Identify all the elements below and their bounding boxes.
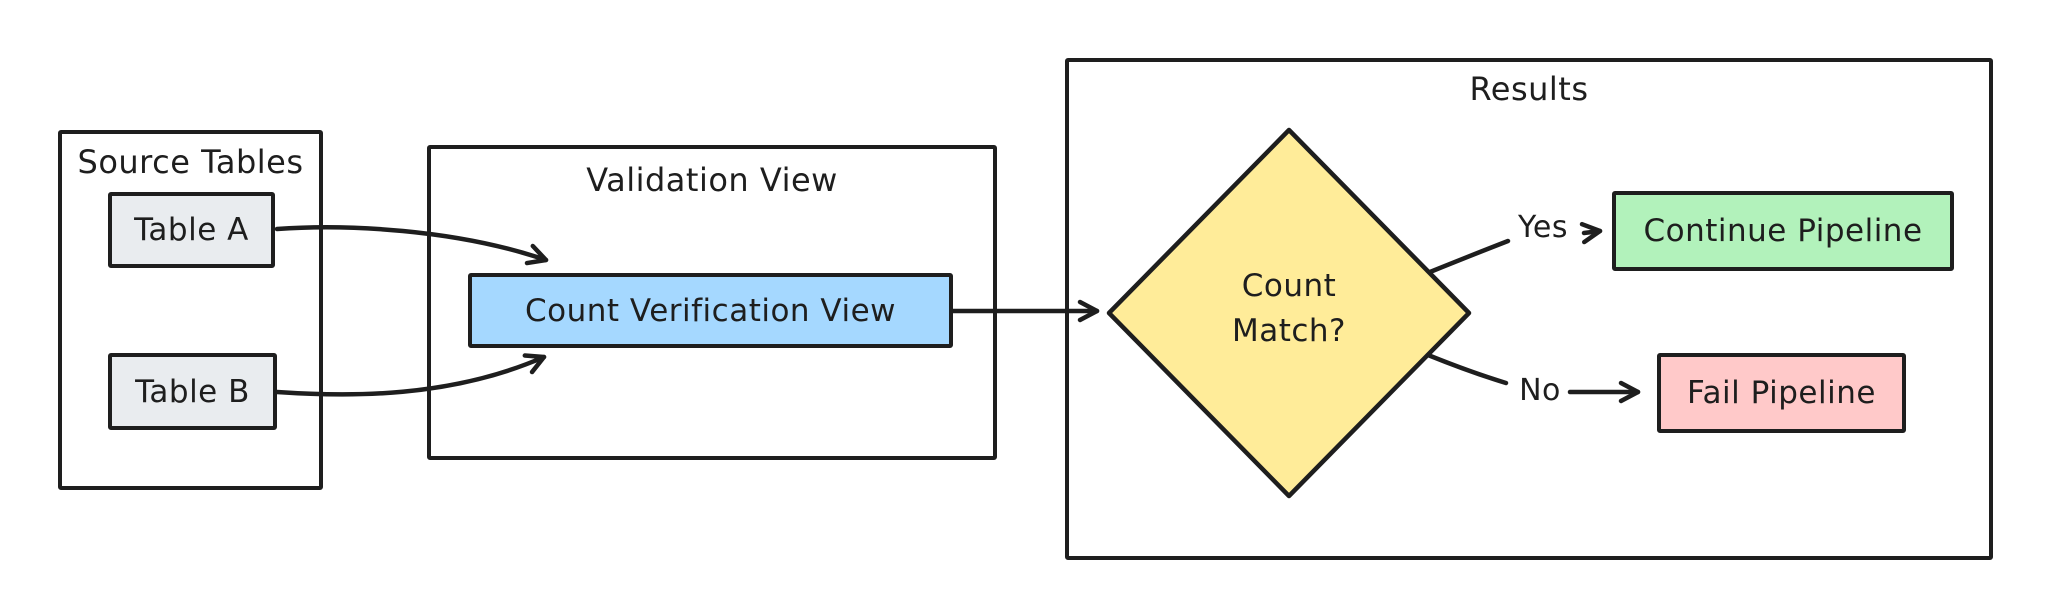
count-match-diamond	[1106, 127, 1472, 499]
fail-pipeline-label: Fail Pipeline	[1687, 375, 1876, 411]
count-match-label: Count Match?	[1159, 264, 1419, 354]
validation-view-title: Validation View	[586, 161, 838, 199]
source-tables-title: Source Tables	[77, 143, 304, 181]
results-title: Results	[1469, 70, 1589, 108]
validation-view-container: Validation View	[427, 145, 997, 460]
edge-diamond-to-yes-label	[1427, 238, 1511, 275]
count-match-label-line1: Count	[1241, 268, 1337, 304]
count-match-label-line2: Match?	[1231, 313, 1347, 349]
edge-diamond-to-no-label	[1425, 352, 1509, 386]
edge-table-b-to-count-view	[274, 353, 547, 397]
no-edge-label: No	[1519, 373, 1561, 408]
table-a-node: Table A	[108, 192, 275, 268]
yes-edge-label: Yes	[1518, 210, 1568, 245]
edge-yes-to-continue	[1579, 221, 1603, 245]
continue-pipeline-label: Continue Pipeline	[1643, 213, 1923, 249]
table-a-label: Table A	[134, 212, 249, 248]
continue-pipeline-node: Continue Pipeline	[1612, 191, 1954, 271]
table-b-label: Table B	[135, 373, 250, 410]
count-verification-view-label: Count Verification View	[524, 292, 896, 329]
results-container: Results	[1065, 58, 1993, 560]
count-verification-view-node: Count Verification View	[468, 273, 953, 348]
source-tables-container: Source Tables	[58, 130, 323, 490]
fail-pipeline-node: Fail Pipeline	[1657, 353, 1906, 433]
table-b-node: Table B	[108, 353, 277, 430]
edge-table-a-to-count-view	[274, 225, 549, 266]
